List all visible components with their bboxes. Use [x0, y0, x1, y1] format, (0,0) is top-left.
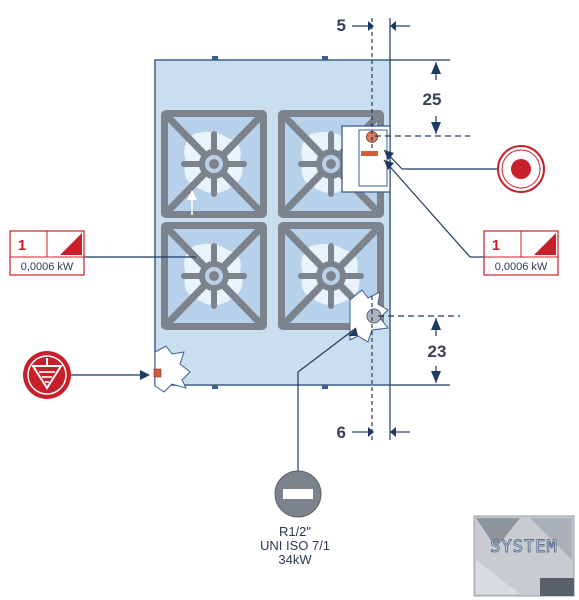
electric-badge-right: 1 0,0006 kW: [483, 230, 559, 276]
burner-top-left: [161, 110, 267, 218]
electrical-supply-icon: [497, 145, 545, 193]
gas-connection-label: R1/2" UNI ISO 7/1 34kW: [230, 525, 360, 567]
ignition-arrow: [187, 190, 197, 215]
logo-text: SYSTEM: [490, 537, 557, 557]
dimension-label-bottom-gap: 6: [337, 423, 346, 442]
gas-standard: UNI ISO 7/1: [259, 538, 331, 553]
electric-phase-left: 1: [18, 237, 26, 254]
electrical-connection-box: [341, 125, 391, 193]
system-logo: SYSTEM: [473, 515, 575, 597]
electric-phase-right: 1: [492, 237, 500, 254]
equipotential-icon: [23, 351, 71, 399]
dimension-bottom: [352, 296, 460, 440]
burner-bottom-left: [161, 222, 267, 330]
electric-badge-left: 1 0,0006 kW: [9, 230, 85, 276]
gas-power: 34kW: [278, 552, 312, 567]
gas-supply-icon: [274, 470, 322, 518]
gas-thread: R1/2": [278, 524, 312, 539]
electric-power-right: 0,0006 kW: [495, 261, 548, 273]
dimension-top: [352, 18, 470, 150]
electric-power-left: 0,0006 kW: [21, 261, 74, 273]
dimension-label-bottom-height: 23: [428, 342, 447, 361]
leader-lines: [70, 149, 498, 472]
equipotential-connection-point: [153, 345, 191, 393]
dimension-label-top-height: 25: [423, 90, 442, 109]
dimension-label-top-gap: 5: [337, 16, 346, 35]
